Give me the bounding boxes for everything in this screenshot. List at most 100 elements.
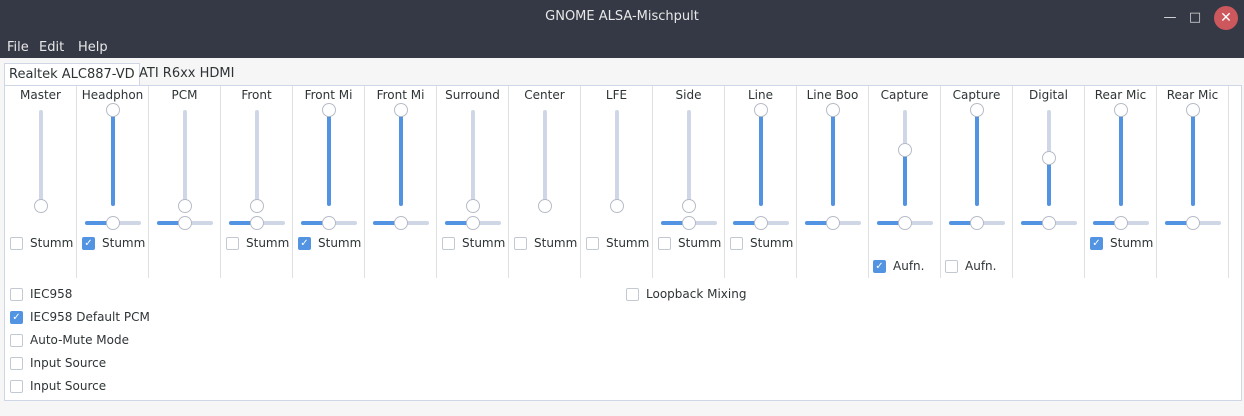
- volume-knob[interactable]: [250, 199, 264, 213]
- tab-realtek[interactable]: Realtek ALC887-VD: [4, 63, 140, 86]
- mute-checkbox[interactable]: [442, 237, 455, 250]
- switch-checkbox[interactable]: [10, 380, 23, 393]
- mute-checkbox[interactable]: [514, 237, 527, 250]
- volume-slider[interactable]: [538, 110, 552, 213]
- volume-knob[interactable]: [178, 199, 192, 213]
- mute-checkbox[interactable]: ✓: [82, 237, 95, 250]
- volume-slider[interactable]: [682, 110, 696, 213]
- close-icon[interactable]: ✕: [1214, 6, 1238, 30]
- balance-knob[interactable]: [682, 216, 696, 230]
- volume-knob[interactable]: [682, 199, 696, 213]
- window-title: GNOME ALSA-Mischpult: [545, 9, 699, 24]
- mute-label: Stumm: [30, 236, 74, 250]
- balance-knob[interactable]: [754, 216, 768, 230]
- balance-knob[interactable]: [898, 216, 912, 230]
- volume-knob[interactable]: [538, 199, 552, 213]
- menu-edit[interactable]: Edit: [39, 40, 65, 55]
- balance-slider[interactable]: [949, 216, 1005, 230]
- balance-knob[interactable]: [970, 216, 984, 230]
- balance-slider[interactable]: [877, 216, 933, 230]
- volume-slider[interactable]: [970, 103, 984, 206]
- balance-slider[interactable]: [805, 216, 861, 230]
- channel-label: Digital: [1029, 88, 1068, 102]
- mute-label: Stumm: [246, 236, 290, 250]
- volume-knob[interactable]: [106, 103, 120, 117]
- volume-knob[interactable]: [610, 199, 624, 213]
- switch-checkbox[interactable]: [10, 334, 23, 347]
- balance-knob[interactable]: [1186, 216, 1200, 230]
- mute-checkbox[interactable]: [658, 237, 671, 250]
- volume-slider[interactable]: [34, 110, 48, 213]
- volume-fill: [1191, 110, 1195, 206]
- mute-checkbox[interactable]: ✓: [298, 237, 311, 250]
- menu-file[interactable]: File: [7, 40, 29, 55]
- volume-slider[interactable]: [1042, 110, 1056, 206]
- volume-knob[interactable]: [970, 103, 984, 117]
- switch-label: IEC958: [30, 287, 73, 301]
- mute-checkbox[interactable]: ✓: [1090, 237, 1103, 250]
- volume-knob[interactable]: [466, 199, 480, 213]
- volume-slider[interactable]: [322, 103, 336, 206]
- balance-knob[interactable]: [1114, 216, 1128, 230]
- balance-slider[interactable]: [445, 216, 501, 230]
- channel-label: LFE: [605, 88, 628, 102]
- volume-slider[interactable]: [610, 110, 624, 213]
- balance-knob[interactable]: [826, 216, 840, 230]
- volume-slider[interactable]: [106, 103, 120, 206]
- balance-slider[interactable]: [1021, 216, 1077, 230]
- balance-slider[interactable]: [1165, 216, 1221, 230]
- volume-knob[interactable]: [754, 103, 768, 117]
- balance-knob[interactable]: [322, 216, 336, 230]
- balance-slider[interactable]: [229, 216, 285, 230]
- mute-checkbox[interactable]: [586, 237, 599, 250]
- volume-knob[interactable]: [826, 103, 840, 117]
- maximize-icon[interactable]: □: [1188, 10, 1202, 25]
- volume-slider[interactable]: [466, 110, 480, 213]
- volume-fill: [759, 110, 763, 206]
- balance-slider[interactable]: [373, 216, 429, 230]
- balance-slider[interactable]: [1093, 216, 1149, 230]
- volume-slider[interactable]: [826, 103, 840, 206]
- minimize-icon[interactable]: —: [1163, 10, 1177, 25]
- volume-knob[interactable]: [34, 199, 48, 213]
- balance-knob[interactable]: [106, 216, 120, 230]
- balance-knob[interactable]: [1042, 216, 1056, 230]
- switch-checkbox[interactable]: [10, 288, 23, 301]
- switch-checkbox[interactable]: ✓: [10, 311, 23, 324]
- volume-slider[interactable]: [1114, 103, 1128, 206]
- volume-slider[interactable]: [898, 110, 912, 206]
- balance-slider[interactable]: [157, 216, 213, 230]
- capture-checkbox[interactable]: [945, 260, 958, 273]
- volume-slider[interactable]: [394, 103, 408, 206]
- volume-knob[interactable]: [898, 143, 912, 158]
- volume-slider[interactable]: [250, 110, 264, 213]
- balance-slider[interactable]: [85, 216, 141, 230]
- menu-help[interactable]: Help: [78, 40, 108, 55]
- balance-slider[interactable]: [733, 216, 789, 230]
- volume-slider[interactable]: [1186, 103, 1200, 206]
- volume-knob[interactable]: [1114, 103, 1128, 117]
- volume-knob[interactable]: [1186, 103, 1200, 117]
- mute-checkbox[interactable]: [730, 237, 743, 250]
- menu-bar: File Edit Help: [0, 36, 1244, 58]
- balance-slider[interactable]: [661, 216, 717, 230]
- balance-knob[interactable]: [466, 216, 480, 230]
- capture-checkbox[interactable]: ✓: [873, 260, 886, 273]
- balance-slider[interactable]: [301, 216, 357, 230]
- balance-knob[interactable]: [250, 216, 264, 230]
- balance-knob[interactable]: [178, 216, 192, 230]
- mute-checkbox[interactable]: [226, 237, 239, 250]
- volume-slider[interactable]: [754, 103, 768, 206]
- switch-checkbox[interactable]: [10, 357, 23, 370]
- volume-knob[interactable]: [322, 103, 336, 117]
- volume-knob[interactable]: [1042, 151, 1056, 165]
- volume-slider[interactable]: [178, 110, 192, 213]
- balance-knob[interactable]: [394, 216, 408, 230]
- switch-checkbox[interactable]: [626, 288, 639, 301]
- channel-label: Rear Mic: [1094, 88, 1147, 102]
- channel-label: Surround: [445, 88, 500, 102]
- volume-knob[interactable]: [394, 103, 408, 117]
- mute-checkbox[interactable]: [10, 237, 23, 250]
- tab-ati-hdmi[interactable]: ATI R6xx HDMI: [139, 66, 235, 81]
- mute-label: Stumm: [102, 236, 146, 250]
